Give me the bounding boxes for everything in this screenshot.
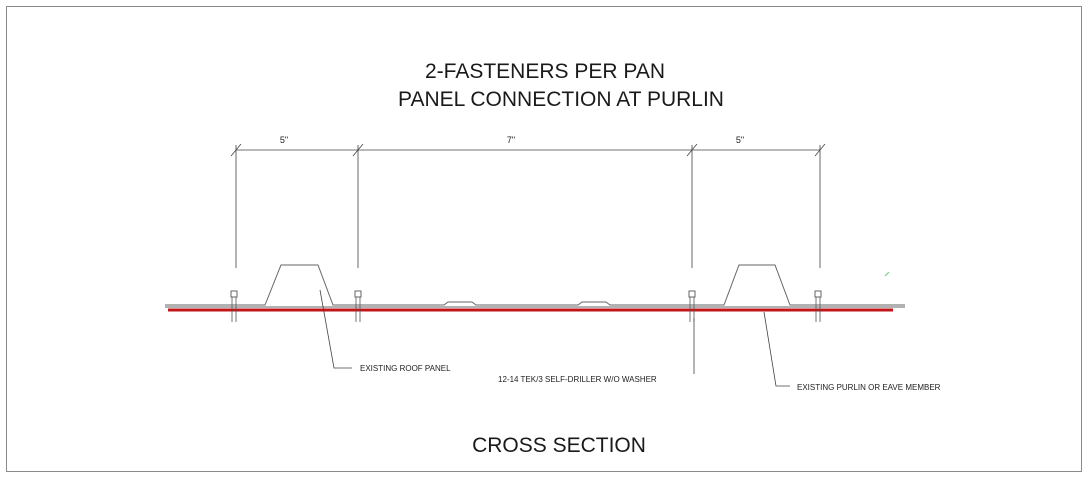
dimension-left: 5"	[280, 135, 288, 145]
fastener	[814, 290, 822, 322]
leader-roof-panel	[319, 289, 352, 369]
section-title: CROSS SECTION	[472, 434, 646, 457]
dimension-right: 5"	[736, 135, 744, 145]
fastener	[230, 290, 238, 322]
drawing-frame	[6, 6, 1082, 472]
roof-panel-profile	[165, 264, 905, 308]
dimension-line	[230, 143, 826, 268]
leader-purlin	[763, 311, 790, 387]
callout-purlin: EXISTING PURLIN OR EAVE MEMBER	[797, 383, 941, 392]
callout-fastener: 12-14 TEK/3 SELF-DRILLER W/O WASHER	[498, 375, 657, 384]
title-panel-connection: PANEL CONNECTION AT PURLIN	[398, 88, 724, 111]
callout-roof-panel: EXISTING ROOF PANEL	[360, 364, 451, 373]
dimension-center: 7"	[507, 135, 515, 145]
title-fasteners-per-pan: 2-FASTENERS PER PAN	[425, 60, 665, 83]
drawing-mark	[884, 271, 890, 277]
fastener	[688, 290, 696, 322]
fastener	[354, 290, 362, 322]
